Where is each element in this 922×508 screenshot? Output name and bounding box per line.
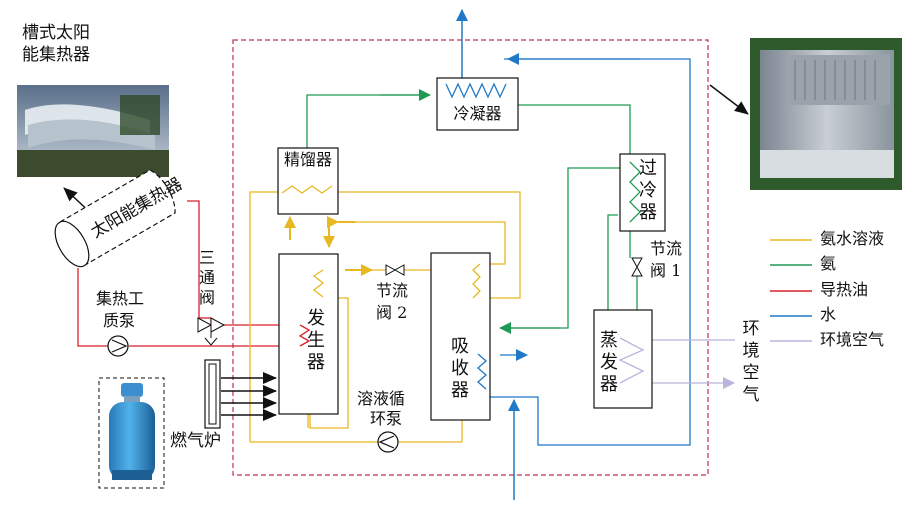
system-boundary [232, 39, 709, 476]
generator-coil-top [312, 269, 325, 298]
legend-thermal-oil: 导热油 [820, 280, 869, 299]
absorber-coil-water [477, 353, 487, 390]
throttle-valve-1[interactable] [631, 257, 643, 277]
subcooler-label: 过冷器 [639, 158, 657, 223]
absorber-label: 吸收器 [451, 336, 469, 401]
legend-ammonia-solution: 氨水溶液 [820, 229, 885, 248]
pump-label-line1: 集热工 [96, 289, 145, 308]
trough-title-line2: 能集热器 [22, 45, 90, 65]
chiller-unit-photo [750, 38, 902, 190]
legend-ambient-air: 环境空气 [820, 330, 885, 349]
ambient-air-vertical-label: 环境空气 [742, 319, 760, 405]
solution-pump-line2: 环泵 [370, 409, 403, 428]
generator-label: 发生器 [307, 308, 325, 373]
throttle1-line1: 节流 [650, 239, 683, 258]
throttle2-line1: 节流 [376, 281, 409, 300]
burner-heat-arrows [221, 372, 277, 421]
subcooler-box [619, 153, 666, 232]
legend-ammonia: 氨 [820, 254, 837, 273]
rectifier-box [277, 147, 339, 215]
gas-stove-label: 燃气炉 [170, 431, 221, 451]
trough-title-line1: 槽式太阳 [22, 23, 90, 43]
gas-cylinder-photo [98, 377, 165, 489]
generator-coil-oil [298, 324, 311, 347]
generator-box [278, 253, 339, 415]
throttle2-line2: 阀 2 [376, 303, 408, 322]
absorber-coil-top [472, 263, 481, 299]
condenser-label: 冷凝器 [453, 104, 502, 123]
throttle-valve-2[interactable] [385, 264, 405, 276]
absorber-box [430, 252, 491, 421]
pump-label-line2: 质泵 [103, 311, 136, 330]
solution-pump-line1: 溶液循 [357, 389, 406, 408]
rectifier-coil [281, 185, 333, 194]
gas-burner [204, 359, 221, 429]
legend-swatches [770, 239, 812, 342]
evaporator-coil [618, 337, 645, 384]
trough-collector-photo [17, 85, 169, 177]
throttle1-line2: 阀 1 [650, 261, 682, 280]
legend-water: 水 [820, 305, 837, 324]
solution-pump[interactable] [377, 431, 399, 453]
arrow-to-unit-photo [709, 84, 749, 115]
three-way-valve[interactable] [197, 317, 226, 346]
rectifier-label: 精馏器 [283, 150, 332, 169]
three-way-valve-label: 三通阀 [198, 248, 215, 307]
evaporator-label: 蒸发器 [600, 330, 618, 395]
oil-pump[interactable] [107, 335, 129, 357]
solar-collector [54, 169, 176, 268]
condenser-coil [445, 82, 507, 99]
subcooler-coil [629, 161, 641, 223]
